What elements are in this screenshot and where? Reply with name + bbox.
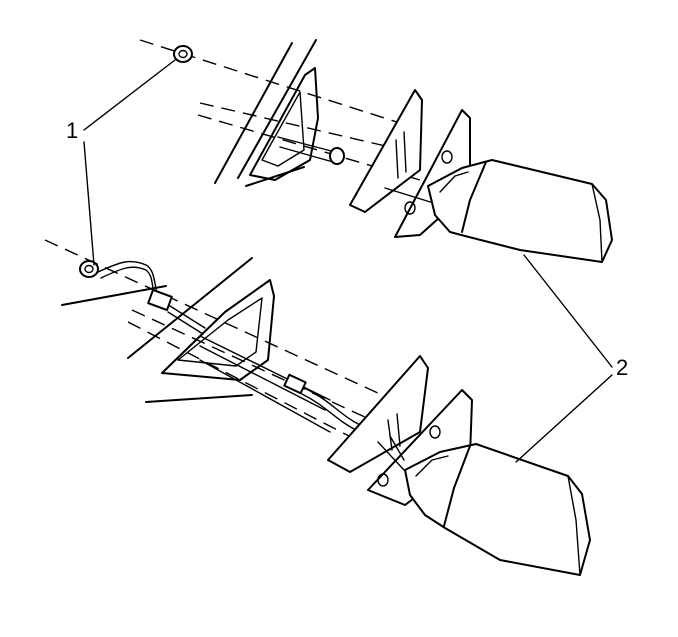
lower-mount-plate xyxy=(367,389,473,506)
lower-nut-icon xyxy=(79,260,99,278)
upper-mirror-housing xyxy=(427,159,613,263)
wire-harness xyxy=(97,260,206,335)
upper-stud xyxy=(277,136,345,165)
lower-connector xyxy=(283,373,361,431)
upper-nut-icon xyxy=(173,45,193,63)
leader-2-upper xyxy=(523,254,613,368)
lower-alignment-line-a xyxy=(44,239,381,395)
leader-1-upper xyxy=(83,59,176,131)
upper-gasket xyxy=(349,89,423,213)
lower-alignment-line-b xyxy=(131,309,381,425)
lower-studs xyxy=(199,335,331,433)
callout-mirror-label: 2 xyxy=(616,355,629,380)
callout-leaders xyxy=(83,59,613,463)
lower-mirror-assembly xyxy=(44,239,591,576)
upper-mirror-assembly xyxy=(139,39,613,263)
lower-alignment-line-c xyxy=(127,321,381,453)
lower-mirror-housing xyxy=(404,443,591,576)
lower-gasket xyxy=(327,355,429,473)
upper-alignment-line-c xyxy=(197,114,421,181)
callout-nut-label: 1 xyxy=(66,118,79,143)
leader-1-lower xyxy=(83,141,95,266)
upper-door-panel xyxy=(214,39,319,187)
lower-door-panel xyxy=(61,257,275,403)
leader-2-lower xyxy=(515,374,613,463)
